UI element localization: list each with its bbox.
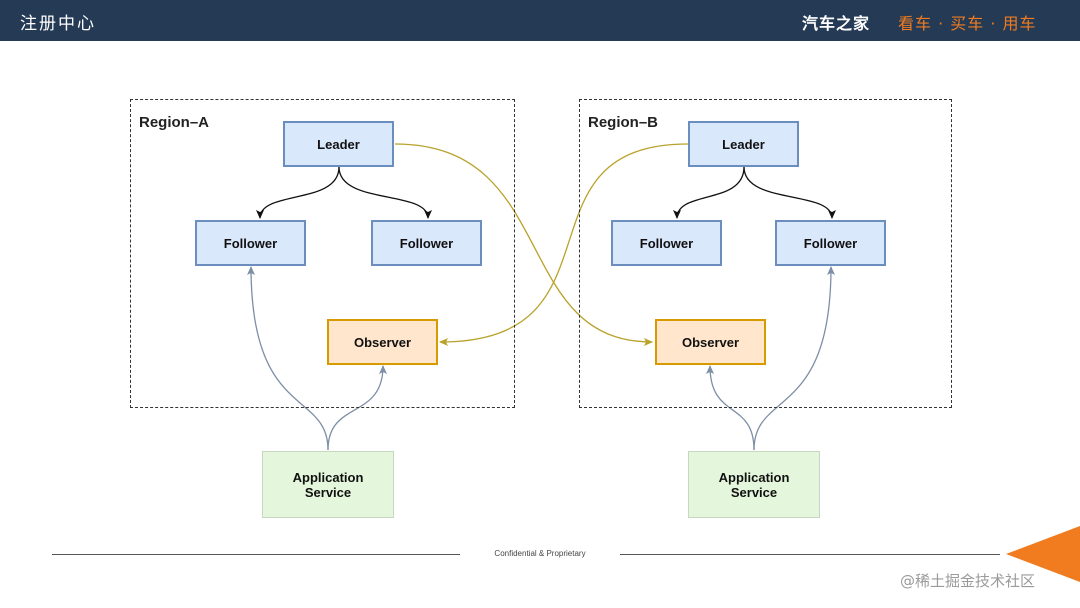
observer-node-a-label: Observer (353, 334, 412, 350)
edge-leader-a-to-observer-b (394, 143, 653, 346)
application-service-b: Application Service (688, 451, 820, 518)
follower-node-b2-label: Follower (803, 235, 858, 251)
follower-node-b1-label: Follower (639, 235, 694, 251)
footer-confidential-text: Confidential & Proprietary (494, 549, 586, 558)
region-a-boundary: Region–A (130, 99, 515, 408)
follower-node-a1-label: Follower (223, 235, 278, 251)
footer-rule-left (52, 554, 460, 555)
edge-leader-b-to-follower-b1 (673, 166, 745, 219)
application-service-b-label: Application Service (718, 469, 790, 500)
leader-node-b-label: Leader (722, 136, 765, 152)
brand-logo-text: 汽车之家 (802, 14, 871, 33)
brand-slogan: 看车 · 买车 · 用车 (898, 14, 1037, 33)
application-service-a-label: Application Service (292, 469, 364, 500)
follower-node-a2-label: Follower (399, 235, 454, 251)
edge-leader-a-to-follower-a1 (256, 166, 340, 219)
leader-node-b: Leader (688, 121, 799, 167)
page-title: 注册中心 (20, 14, 96, 34)
edge-service-b-to-follower-b2 (753, 266, 835, 451)
edge-leader-b-to-follower-b2 (743, 166, 836, 219)
region-b-label: Region–B (588, 114, 659, 131)
follower-node-a1: Follower (195, 220, 306, 266)
region-b-boundary: Region–B (579, 99, 952, 408)
observer-node-a: Observer (327, 319, 438, 365)
footer-rule-right (620, 554, 1000, 555)
edge-service-b-to-observer-b (706, 365, 755, 451)
edge-service-a-to-follower-a1 (247, 266, 329, 451)
leader-node-a: Leader (283, 121, 394, 167)
edge-leader-b-to-observer-a (439, 143, 689, 346)
follower-node-b1: Follower (611, 220, 722, 266)
follower-node-a2: Follower (371, 220, 482, 266)
application-service-a: Application Service (262, 451, 394, 518)
observer-node-b: Observer (655, 319, 766, 365)
header-bar: 注册中心 汽车之家 看车 · 买车 · 用车 (0, 0, 1080, 41)
leader-node-a-label: Leader (317, 136, 360, 152)
observer-node-b-label: Observer (681, 334, 740, 350)
watermark-text: @稀土掘金技术社区 (900, 572, 1036, 590)
edge-service-a-to-observer-a (327, 365, 387, 451)
follower-node-b2: Follower (775, 220, 886, 266)
region-a-label: Region–A (139, 114, 210, 131)
edge-leader-a-to-follower-a2 (338, 166, 432, 219)
